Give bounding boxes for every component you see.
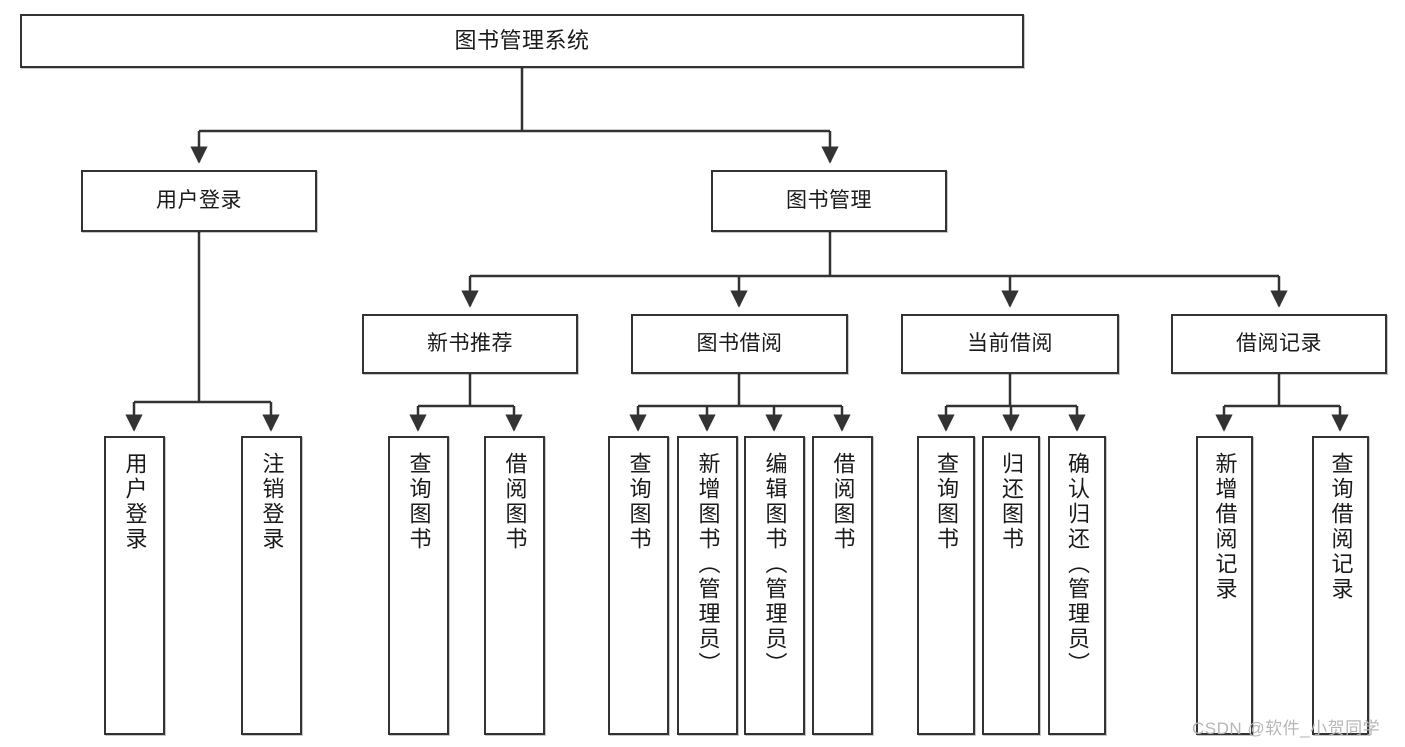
- node-label: 图书借阅: [696, 332, 783, 356]
- node-leaf-user-login[interactable]: 用户登录: [104, 436, 165, 735]
- node-leaf-current-query-book[interactable]: 查询图书: [917, 436, 975, 735]
- node-label: 新书推荐: [427, 332, 513, 356]
- node-label: 注销登录: [259, 452, 285, 552]
- node-leaf-current-confirm-return[interactable]: 确认归还（管理员）: [1048, 436, 1106, 735]
- node-leaf-borrow-add-book[interactable]: 新增图书（管理员）: [677, 436, 738, 735]
- node-label: 图书管理系统: [454, 27, 590, 53]
- node-label: 新增借阅记录: [1212, 452, 1238, 602]
- node-label: 用户登录: [122, 452, 148, 552]
- node-label: 借阅图书: [502, 452, 528, 552]
- node-label: 当前借阅: [967, 332, 1053, 356]
- node-leaf-current-return-book[interactable]: 归还图书: [982, 436, 1040, 735]
- node-user-login[interactable]: 用户登录: [81, 170, 317, 232]
- node-label: 借阅图书: [830, 452, 856, 552]
- node-label: 查询图书: [626, 452, 652, 552]
- node-root-system[interactable]: 图书管理系统: [20, 14, 1024, 68]
- node-new-book-recommend[interactable]: 新书推荐: [362, 314, 578, 374]
- node-label: 查询图书: [406, 452, 432, 552]
- node-label: 图书管理: [786, 189, 872, 213]
- node-leaf-borrow-edit-book[interactable]: 编辑图书（管理员）: [744, 436, 805, 735]
- csdn-watermark: CSDN @软件_小贺同学: [1192, 719, 1381, 738]
- node-label: 查询图书: [934, 452, 959, 552]
- node-leaf-record-add[interactable]: 新增借阅记录: [1196, 436, 1253, 735]
- node-leaf-borrow-borrow-book[interactable]: 借阅图书: [812, 436, 873, 735]
- node-label: 新增图书（管理员）: [695, 452, 721, 677]
- node-leaf-record-query[interactable]: 查询借阅记录: [1312, 436, 1369, 735]
- node-leaf-recommend-query-book[interactable]: 查询图书: [388, 436, 449, 735]
- node-label: 借阅记录: [1236, 332, 1322, 356]
- node-label: 确认归还（管理员）: [1065, 452, 1090, 677]
- node-leaf-borrow-query-book[interactable]: 查询图书: [608, 436, 669, 735]
- node-book-borrow[interactable]: 图书借阅: [631, 314, 848, 374]
- node-borrow-record[interactable]: 借阅记录: [1171, 314, 1387, 374]
- node-book-manage[interactable]: 图书管理: [711, 170, 947, 232]
- node-label: 归还图书: [999, 452, 1024, 552]
- node-label: 用户登录: [156, 189, 242, 213]
- node-current-borrow[interactable]: 当前借阅: [901, 314, 1119, 374]
- node-leaf-user-logout[interactable]: 注销登录: [241, 436, 302, 735]
- node-leaf-recommend-borrow-book[interactable]: 借阅图书: [484, 436, 545, 735]
- node-label: 编辑图书（管理员）: [762, 452, 788, 677]
- node-label: 查询借阅记录: [1328, 452, 1354, 602]
